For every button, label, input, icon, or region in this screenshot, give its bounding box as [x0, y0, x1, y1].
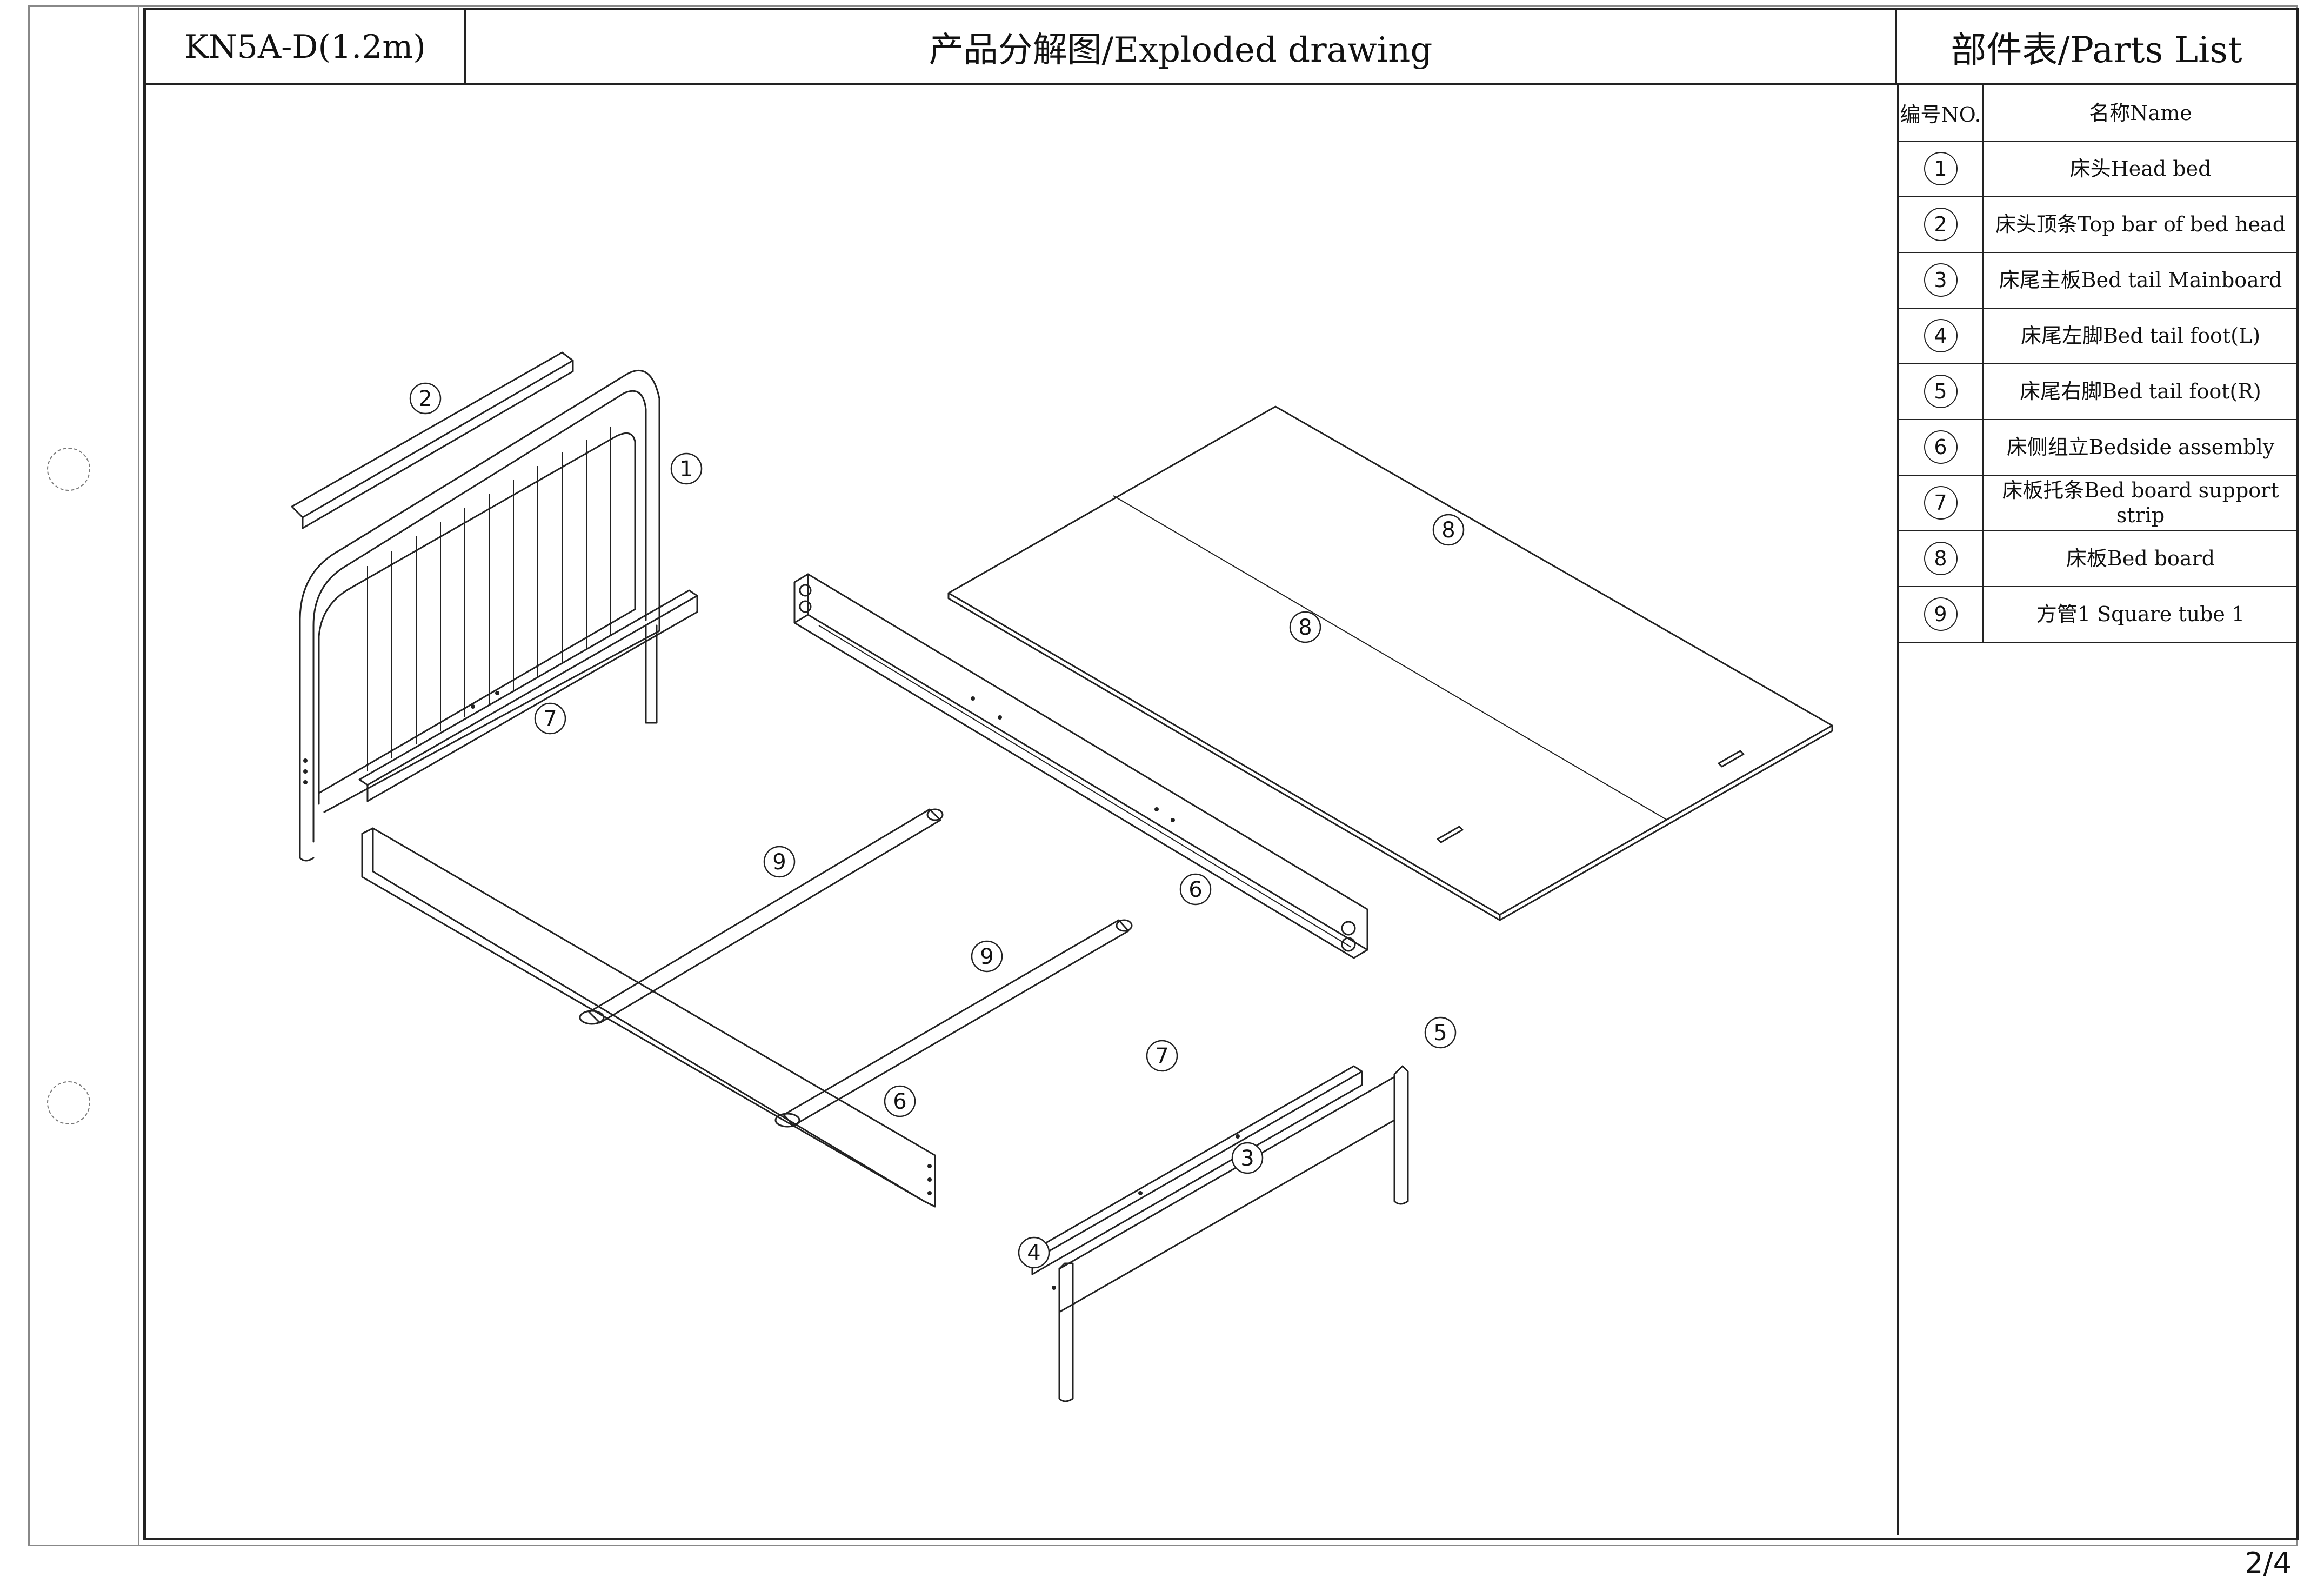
- support-strip-foot-part: [1023, 1065, 1363, 1275]
- part-number-badge: 9: [1924, 597, 1958, 631]
- part-number-badge: 2: [1924, 207, 1958, 241]
- head-top-bar-part: [291, 351, 574, 529]
- callout-3: 3: [1231, 1142, 1264, 1174]
- svg-text:8: 8: [1298, 615, 1312, 640]
- part-number-badge: 1: [1924, 151, 1958, 185]
- part-name: 床尾右脚Bed tail foot(R): [2020, 379, 2261, 403]
- svg-text:9: 9: [980, 944, 993, 969]
- svg-text:7: 7: [543, 707, 557, 731]
- part-number-badge: 5: [1924, 374, 1958, 408]
- callout-7a: 7: [534, 702, 566, 735]
- callout-6b: 6: [884, 1085, 916, 1117]
- svg-text:3: 3: [1240, 1146, 1254, 1171]
- callout-1: 1: [670, 452, 703, 485]
- drawing-title-cell: 产品分解图/Exploded drawing: [466, 10, 1897, 85]
- part-name: 床尾主板Bed tail Mainboard: [1999, 268, 2282, 292]
- part-name: 床头Head bed: [2069, 156, 2212, 181]
- table-row: 1 床头Head bed: [1899, 141, 2298, 197]
- part-number-badge: 6: [1924, 430, 1958, 464]
- callout-7b: 7: [1146, 1040, 1178, 1072]
- table-row: 2 床头顶条Top bar of bed head: [1899, 196, 2298, 253]
- parts-title-cell: 部件表/Parts List: [1897, 10, 2296, 85]
- footboard-part: [1052, 1065, 1409, 1402]
- side-rail-left-part: [361, 827, 936, 1208]
- table-row: 5 床尾右脚Bed tail foot(R): [1899, 363, 2298, 420]
- part-number-badge: 4: [1924, 318, 1958, 352]
- svg-text:2: 2: [418, 387, 432, 411]
- support-strip-head-part: [358, 589, 698, 802]
- model-label: KN5A-D(1.2m): [184, 28, 426, 66]
- svg-text:6: 6: [893, 1089, 906, 1114]
- callout-5: 5: [1424, 1016, 1457, 1049]
- punch-hole-top: [47, 448, 90, 491]
- part-name: 床侧组立Bedside assembly: [2006, 435, 2275, 459]
- svg-text:1: 1: [679, 457, 693, 482]
- parts-list-table: 编号NO. 名称Name 1 床头Head bed 2 床头顶条Top bar …: [1897, 85, 2298, 1535]
- part-number-badge: 8: [1924, 541, 1958, 575]
- callout-9a: 9: [763, 846, 796, 878]
- part-name: 床头顶条Top bar of bed head: [1995, 212, 2286, 236]
- side-rail-right-part: [793, 573, 1368, 959]
- svg-text:7: 7: [1155, 1044, 1168, 1069]
- table-row: 6 床侧组立Bedside assembly: [1899, 419, 2298, 476]
- table-row: 9 方管1 Square tube 1: [1899, 586, 2298, 643]
- part-number-badge: 3: [1924, 263, 1958, 297]
- column-header-no: 编号NO.: [1899, 85, 1984, 141]
- part-name: 床板托条Bed board support strip: [2002, 478, 2279, 527]
- svg-text:8: 8: [1441, 518, 1455, 543]
- column-header-name: 名称Name: [2089, 101, 2192, 125]
- table-row: 4 床尾左脚Bed tail foot(L): [1899, 308, 2298, 364]
- svg-text:5: 5: [1433, 1021, 1447, 1046]
- svg-text:9: 9: [772, 850, 786, 875]
- svg-text:6: 6: [1188, 877, 1202, 902]
- table-row: 3 床尾主板Bed tail Mainboard: [1899, 252, 2298, 309]
- parts-list-header-row: 编号NO. 名称Name: [1899, 85, 2298, 142]
- drawing-sheet-border: [143, 8, 2299, 1540]
- table-row: 8 床板Bed board: [1899, 530, 2298, 587]
- exploded-drawing: 1 2 3 4 5 6 6 7 7 8 8 9 9: [291, 351, 1833, 1402]
- headboard-part: [299, 369, 660, 862]
- table-row: 7 床板托条Bed board support strip: [1899, 475, 2298, 531]
- binding-margin-line: [138, 5, 139, 1546]
- callout-8b: 8: [1289, 611, 1321, 643]
- part-name: 床板Bed board: [2066, 546, 2215, 570]
- svg-text:4: 4: [1027, 1241, 1040, 1266]
- callout-4: 4: [1018, 1236, 1050, 1269]
- part-number-badge: 7: [1924, 485, 1958, 520]
- callout-9b: 9: [971, 940, 1003, 973]
- callout-8a: 8: [1432, 514, 1465, 546]
- parts-list-title: 部件表/Parts List: [1951, 29, 2242, 71]
- part-name: 方管1 Square tube 1: [2036, 602, 2245, 626]
- bed-board-part: [947, 405, 1833, 921]
- callout-6a: 6: [1179, 873, 1212, 906]
- part-name: 床尾左脚Bed tail foot(L): [2020, 323, 2261, 348]
- model-cell: KN5A-D(1.2m): [146, 10, 466, 85]
- page-number: 2/4: [2245, 1546, 2292, 1580]
- callout-2: 2: [409, 382, 442, 415]
- punch-hole-bottom: [47, 1081, 90, 1124]
- drawing-title: 产品分解图/Exploded drawing: [929, 30, 1433, 70]
- square-tube-part: [579, 808, 1133, 1128]
